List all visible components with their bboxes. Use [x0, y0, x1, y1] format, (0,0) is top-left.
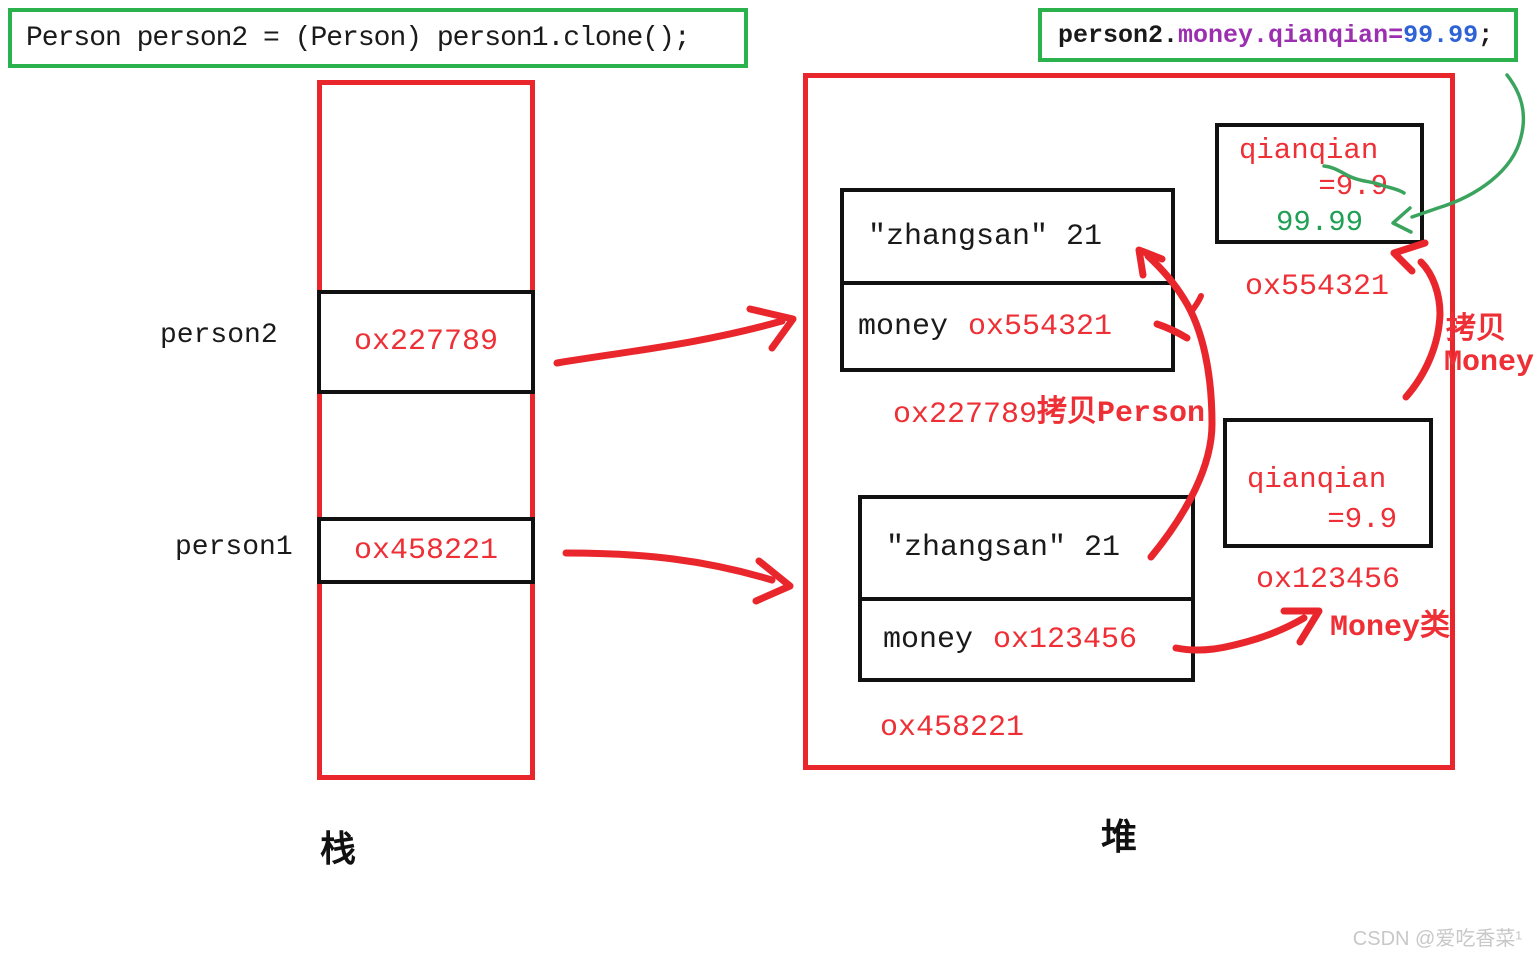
heap-money1-object: qianqian =9.9 — [1223, 418, 1433, 548]
heap-rect — [803, 73, 1455, 770]
assign-statement-box: person2.money.qianqian=99.99; — [1038, 8, 1518, 62]
arrow-person1-to-heap — [562, 549, 776, 584]
code-statement-text: Person person2 = (Person) person1.clone(… — [26, 22, 691, 54]
assign-semicolon: ; — [1478, 20, 1494, 50]
person2-ref-label: person2 — [160, 320, 278, 351]
money1-address-label: ox123456 — [1256, 563, 1401, 597]
heap-money2-object: qianqian =9.9 99.99 — [1215, 123, 1424, 244]
stack-title: 栈 — [320, 831, 357, 872]
person2-object-address-label: ox227789 — [893, 398, 1038, 432]
person1-money-label: money — [883, 622, 974, 657]
money2-old-value: =9.9 — [1318, 170, 1388, 203]
copy-money-annotation-line2: Money — [1444, 346, 1535, 380]
assign-equals: = — [1388, 20, 1404, 50]
copy-person-annotation: 拷贝Person — [1037, 397, 1206, 431]
money2-name: qianqian — [1239, 134, 1379, 167]
money1-value: =9.9 — [1327, 503, 1397, 536]
person2-address-value: ox227789 — [353, 325, 499, 359]
heap-title: 堆 — [1101, 819, 1138, 860]
person1-address-value: ox458221 — [353, 533, 499, 568]
arrow-person1-to-heap-head — [752, 557, 794, 605]
money1-name: qianqian — [1247, 463, 1387, 496]
person2-money-label: money — [858, 309, 949, 344]
person2-fields-row: ″zhangsan″ 21 — [844, 192, 1171, 285]
heap-person1-object: ″zhangsan″ 21 money ox123456 — [858, 495, 1195, 682]
csdn-watermark: CSDN @爱吃香菜¹ — [1352, 928, 1522, 950]
person1-object-address-label: ox458221 — [880, 711, 1025, 745]
assign-value: 99.99 — [1403, 20, 1479, 50]
person1-fields-row: ″zhangsan″ 21 — [862, 499, 1191, 601]
person2-money-row: money ox554321 — [844, 285, 1171, 368]
heap-person2-object: ″zhangsan″ 21 money ox554321 — [840, 188, 1175, 372]
arrow-person2-to-heap-head — [746, 305, 797, 352]
stack-slot-person2: ox227789 — [317, 290, 535, 394]
person2-money-address: ox554321 — [968, 309, 1113, 344]
assign-field: money. — [1178, 20, 1269, 50]
code-statement-box: Person person2 = (Person) person1.clone(… — [8, 8, 748, 68]
arrow-person2-to-heap — [553, 317, 786, 367]
copy-money-annotation-line1: 拷贝 — [1446, 314, 1506, 348]
stack-rect — [317, 80, 535, 780]
money-class-annotation: Money类 — [1330, 611, 1451, 645]
money2-address-label: ox554321 — [1245, 270, 1390, 304]
money2-new-value: 99.99 — [1275, 206, 1363, 239]
stack-slot-person1: ox458221 — [317, 517, 535, 584]
person1-ref-label: person1 — [175, 532, 293, 563]
assign-object: person2. — [1058, 20, 1179, 50]
person1-money-address: ox123456 — [993, 622, 1138, 657]
assign-subfield: qianqian — [1268, 20, 1389, 50]
person1-money-row: money ox123456 — [862, 601, 1191, 678]
